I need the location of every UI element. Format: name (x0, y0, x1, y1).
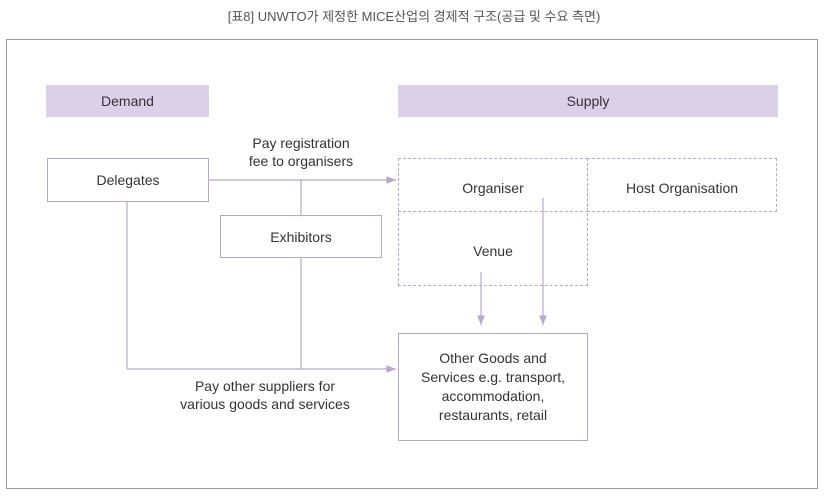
delegates-node: Delegates (47, 158, 209, 202)
diagram-frame (6, 39, 818, 489)
demand-header: Demand (46, 85, 209, 117)
group-divider (398, 211, 588, 212)
host-organisation-node (587, 158, 777, 212)
figure-caption: [표8] UNWTO가 제정한 MICE산업의 경제적 구조(공급 및 수요 측… (227, 9, 601, 24)
delegates-label: Delegates (96, 172, 160, 188)
exhibitors-label: Exhibitors (270, 228, 332, 245)
other-goods-node: Other Goods and Services e.g. transport,… (398, 333, 588, 441)
other-suppliers-label: Pay other suppliers for various goods an… (180, 378, 350, 412)
exhibitors-node: Exhibitors (220, 215, 382, 258)
registration-fee-label: Pay registration fee to organisers (248, 135, 354, 169)
organiser-venue-group (398, 158, 588, 286)
host-organisation-label: Host Organisation (625, 180, 739, 196)
supply-header: Supply (398, 85, 778, 117)
other-goods-label: Other Goods and Services e.g. transport,… (421, 350, 565, 423)
venue-label: Venue (473, 243, 513, 259)
organiser-label: Organiser (462, 180, 524, 196)
